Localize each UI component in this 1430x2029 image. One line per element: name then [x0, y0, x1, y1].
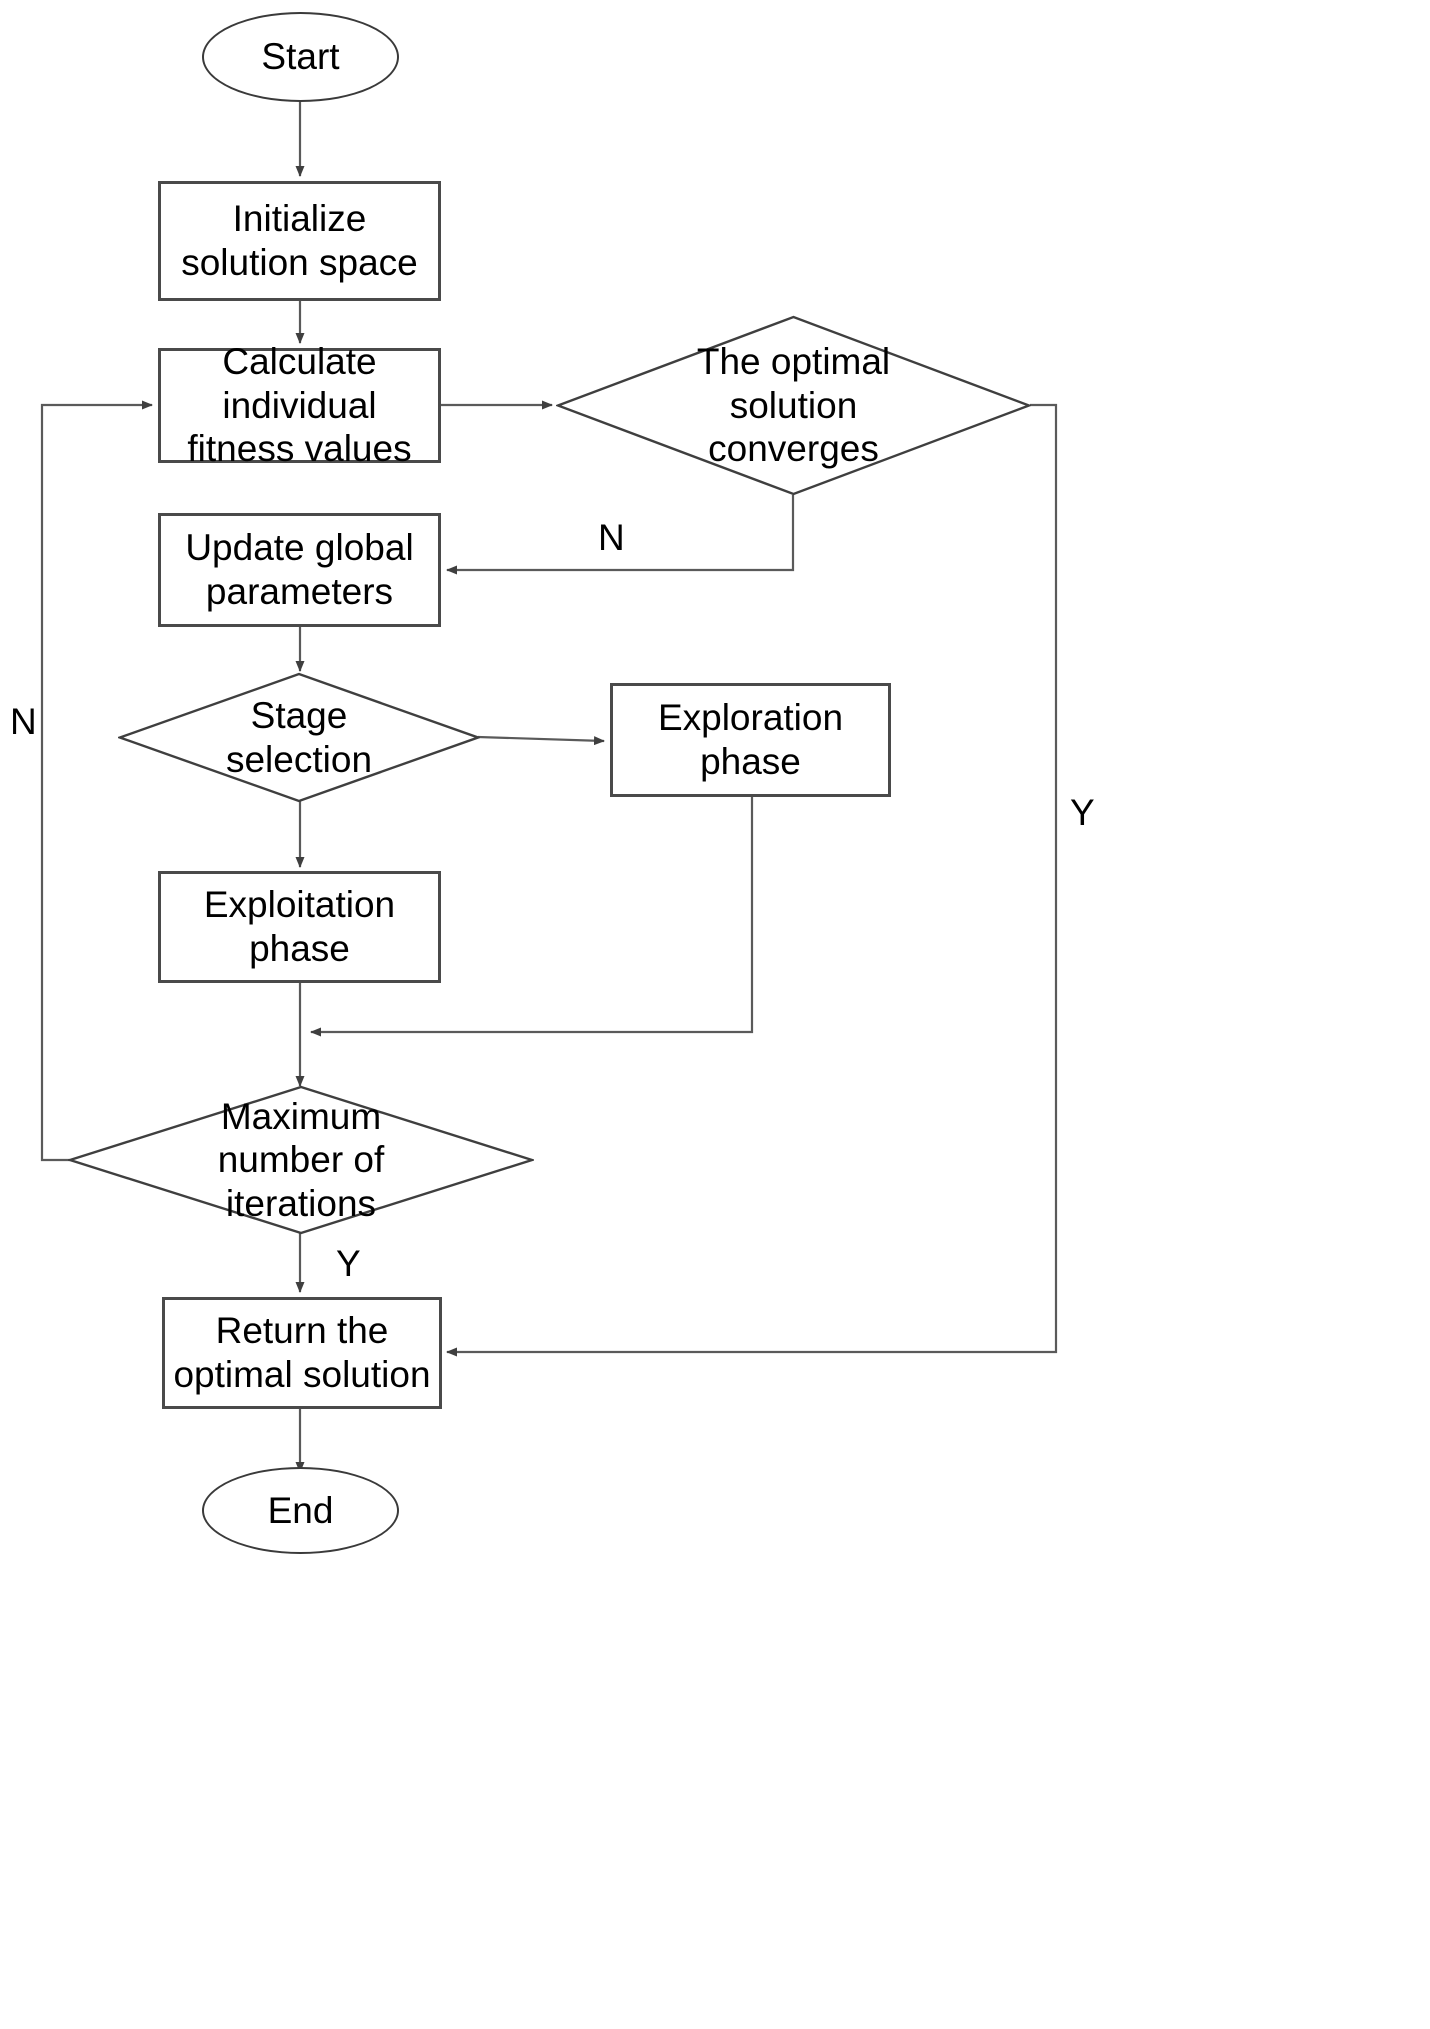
node-end-label: End — [267, 1489, 334, 1531]
node-initialize-solution-space[interactable]: Initialize solution space — [158, 181, 441, 301]
node-start-label: Start — [261, 36, 340, 78]
edge-label-maxiter-no: N — [10, 701, 37, 742]
node-initialize-label: Initialize solution space — [181, 198, 418, 283]
node-exploitation-phase[interactable]: Exploitation phase — [158, 871, 441, 983]
edge-label-converge-no: N — [598, 517, 625, 558]
node-exploration-phase[interactable]: Exploration phase — [610, 683, 891, 797]
node-stage-label: Stage selection — [225, 694, 373, 780]
node-calculate-fitness[interactable]: Calculate individual fitness values — [158, 341, 441, 469]
node-update-label: Update global parameters — [185, 527, 414, 612]
node-exploitation-label: Exploitation phase — [203, 884, 396, 969]
node-exploration-label: Exploration phase — [657, 697, 844, 782]
node-end[interactable]: End — [202, 1467, 399, 1554]
node-calculate-label: Calculate individual fitness values — [187, 341, 412, 470]
node-stage-selection[interactable]: Stage selection — [118, 672, 480, 803]
edge-converge-yes-to-return — [446, 403, 1058, 1357]
node-maxiter-label: Maximum number of iterations — [217, 1095, 385, 1224]
node-return-label: Return the optimal solution — [173, 1310, 431, 1395]
node-maximum-number-of-iterations[interactable]: Maximum number of iterations — [68, 1085, 534, 1235]
node-converge-label: The optimal solution converges — [696, 341, 891, 470]
node-update-global-parameters[interactable]: Update global parameters — [158, 513, 441, 627]
edge-label-maxiter-yes: Y — [336, 1243, 361, 1284]
edge-stage-to-exploration — [477, 735, 605, 746]
node-return-optimal-solution[interactable]: Return the optimal solution — [162, 1297, 442, 1409]
node-optimal-solution-converges[interactable]: The optimal solution converges — [556, 315, 1031, 496]
edge-label-converge-yes: Y — [1070, 792, 1095, 833]
node-start[interactable]: Start — [202, 12, 399, 102]
